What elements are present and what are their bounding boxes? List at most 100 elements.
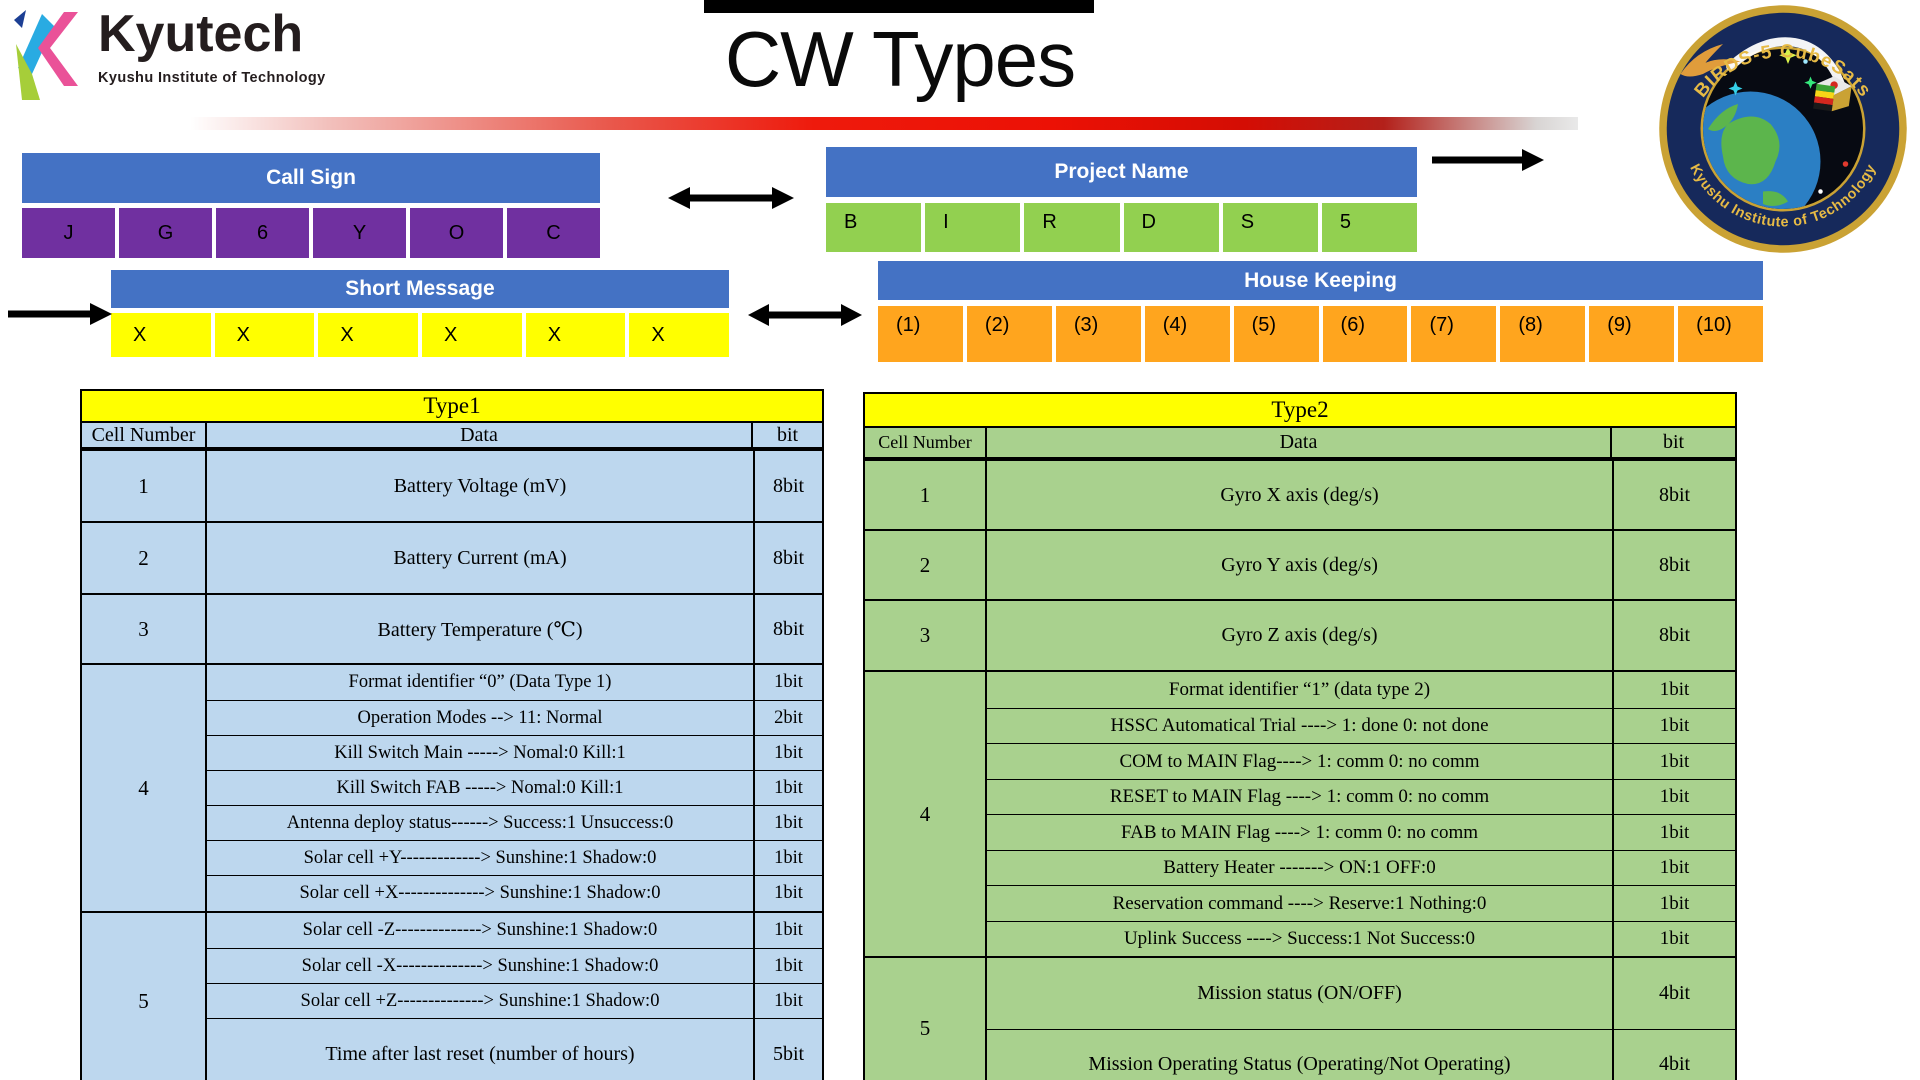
bit-cell: 4bit bbox=[1612, 958, 1735, 1029]
table-row: Mission Operating Status (Operating/Not … bbox=[987, 1029, 1735, 1080]
data-cell: Gyro X axis (deg/s) bbox=[1220, 483, 1379, 506]
bit-cell: 1bit bbox=[753, 876, 822, 911]
double-arrow-icon bbox=[748, 297, 862, 338]
top-black-bar bbox=[704, 0, 1094, 13]
bit-cell: 1bit bbox=[753, 806, 822, 840]
strip-cell: X bbox=[422, 313, 522, 357]
table-row: HSSC Automatical Trial ----> 1: done 0: … bbox=[987, 708, 1735, 743]
table-row: Mission status (ON/OFF)4bit bbox=[987, 958, 1735, 1029]
strip-cell: O bbox=[410, 208, 503, 258]
table-row: Gyro Z axis (deg/s) 8bit bbox=[987, 601, 1735, 670]
cell-number: 2 bbox=[865, 531, 987, 599]
table-row: Solar cell -X--------------> Sunshine:1 … bbox=[207, 948, 822, 983]
table-row: Solar cell +Y-------------> Sunshine:1 S… bbox=[207, 840, 822, 875]
bit-cell: 1bit bbox=[753, 736, 822, 770]
bit-cell: 8bit bbox=[753, 451, 822, 521]
strip-cell: (1) bbox=[878, 306, 963, 362]
double-arrow-icon bbox=[668, 180, 794, 221]
strip-cell: X bbox=[111, 313, 211, 357]
house-keeping-cells: (1)(2)(3)(4)(5)(6)(7)(8)(9)(10) bbox=[878, 306, 1764, 362]
bit-cell: 1bit bbox=[753, 984, 822, 1018]
table-row: Uplink Success ----> Success:1 Not Succe… bbox=[987, 921, 1735, 956]
table-row: COM to MAIN Flag----> 1: comm 0: no comm… bbox=[987, 743, 1735, 779]
strip-cell: J bbox=[22, 208, 115, 258]
data-cell: Solar cell -X--------------> Sunshine:1 … bbox=[301, 955, 659, 976]
table-row: FAB to MAIN Flag ----> 1: comm 0: no com… bbox=[987, 814, 1735, 850]
strip-cell: S bbox=[1222, 203, 1318, 252]
strip-cell: X bbox=[629, 313, 730, 357]
strip-cell: (7) bbox=[1411, 306, 1497, 362]
data-cell: Uplink Success ----> Success:1 Not Succe… bbox=[1123, 928, 1476, 949]
table-row: Format identifier “1” (data type 2)1bit bbox=[987, 672, 1735, 708]
kyutech-name: Kyutech bbox=[98, 5, 304, 63]
strip-cell: X bbox=[318, 313, 419, 357]
strip-cell: (2) bbox=[966, 306, 1052, 362]
data-cell: Mission Operating Status (Operating/Not … bbox=[1088, 1053, 1511, 1075]
strip-cell: C bbox=[507, 208, 600, 258]
data-cell: Battery Voltage (mV) bbox=[393, 474, 567, 497]
table-row: Reservation command ----> Reserve:1 Noth… bbox=[987, 885, 1735, 921]
table-group: 1 Gyro X axis (deg/s) 8bit bbox=[865, 459, 1735, 529]
table-row: Time after last reset (number of hours)5… bbox=[207, 1018, 822, 1080]
cell-number: 1 bbox=[82, 451, 207, 521]
data-cell: Solar cell +X--------------> Sunshine:1 … bbox=[299, 883, 661, 903]
strip-cell: (6) bbox=[1322, 306, 1408, 362]
data-cell: Solar cell -Z--------------> Sunshine:1 … bbox=[302, 920, 658, 940]
bit-cell: 8bit bbox=[1612, 531, 1735, 599]
data-cell: Solar cell +Z--------------> Sunshine:1 … bbox=[300, 990, 660, 1011]
strip-cell: (8) bbox=[1500, 306, 1586, 362]
red-divider-bar bbox=[190, 117, 1578, 130]
table-row: Battery Current (mA)8bit bbox=[207, 523, 822, 593]
table-group: 1 Battery Voltage (mV) 8bit bbox=[82, 449, 822, 521]
cell-number: 5 bbox=[82, 913, 207, 1080]
strip-cell: 6 bbox=[216, 208, 309, 258]
strip-cell: Y bbox=[313, 208, 406, 258]
data-cell: COM to MAIN Flag----> 1: comm 0: no comm bbox=[1119, 750, 1480, 772]
strip-cell: R bbox=[1024, 203, 1120, 252]
data-cell: Reservation command ----> Reserve:1 Noth… bbox=[1112, 892, 1487, 914]
kyutech-logo: Kyutech Kyushu Institute of Technology bbox=[12, 8, 326, 105]
bit-cell: 1bit bbox=[1612, 709, 1735, 743]
cell-number: 1 bbox=[865, 461, 987, 529]
bit-cell: 8bit bbox=[753, 595, 822, 663]
data-cell: Operation Modes --> 11: Normal bbox=[357, 707, 603, 728]
arrow-right-icon bbox=[8, 296, 112, 337]
strip-cell: (3) bbox=[1055, 306, 1141, 362]
table-row: Solar cell +Z--------------> Sunshine:1 … bbox=[207, 983, 822, 1018]
data-cell: FAB to MAIN Flag ----> 1: comm 0: no com… bbox=[1120, 821, 1479, 843]
bit-cell: 1bit bbox=[1612, 744, 1735, 779]
bit-cell: 1bit bbox=[753, 949, 822, 983]
table-title: Type1 bbox=[82, 391, 822, 423]
table-row: Gyro X axis (deg/s) 8bit bbox=[987, 461, 1735, 529]
column-header: bit bbox=[776, 423, 799, 446]
bit-cell: 1bit bbox=[1612, 851, 1735, 885]
short-message-header: Short Message bbox=[111, 270, 729, 308]
data-cell: Gyro Z axis (deg/s) bbox=[1221, 624, 1378, 646]
bit-cell: 8bit bbox=[1612, 461, 1735, 529]
strip-cell: I bbox=[925, 203, 1021, 252]
bit-cell: 1bit bbox=[1612, 922, 1735, 956]
table-row: Solar cell +X--------------> Sunshine:1 … bbox=[207, 875, 822, 911]
data-cell: Solar cell +Y-------------> Sunshine:1 S… bbox=[303, 847, 657, 868]
bit-cell: 8bit bbox=[753, 523, 822, 593]
bit-cell: 8bit bbox=[1612, 601, 1735, 670]
table-row: Battery Voltage (mV) 8bit bbox=[207, 451, 822, 521]
data-cell: Format identifier “1” (data type 2) bbox=[1168, 679, 1431, 700]
strip-cell: G bbox=[119, 208, 212, 258]
cell-number: 3 bbox=[865, 601, 987, 670]
bit-cell: 1bit bbox=[753, 771, 822, 805]
column-header: Data bbox=[987, 428, 1612, 457]
table-group: 3 Gyro Z axis (deg/s) 8bit bbox=[865, 599, 1735, 670]
table-row: Battery Temperature (℃)8bit bbox=[207, 595, 822, 663]
